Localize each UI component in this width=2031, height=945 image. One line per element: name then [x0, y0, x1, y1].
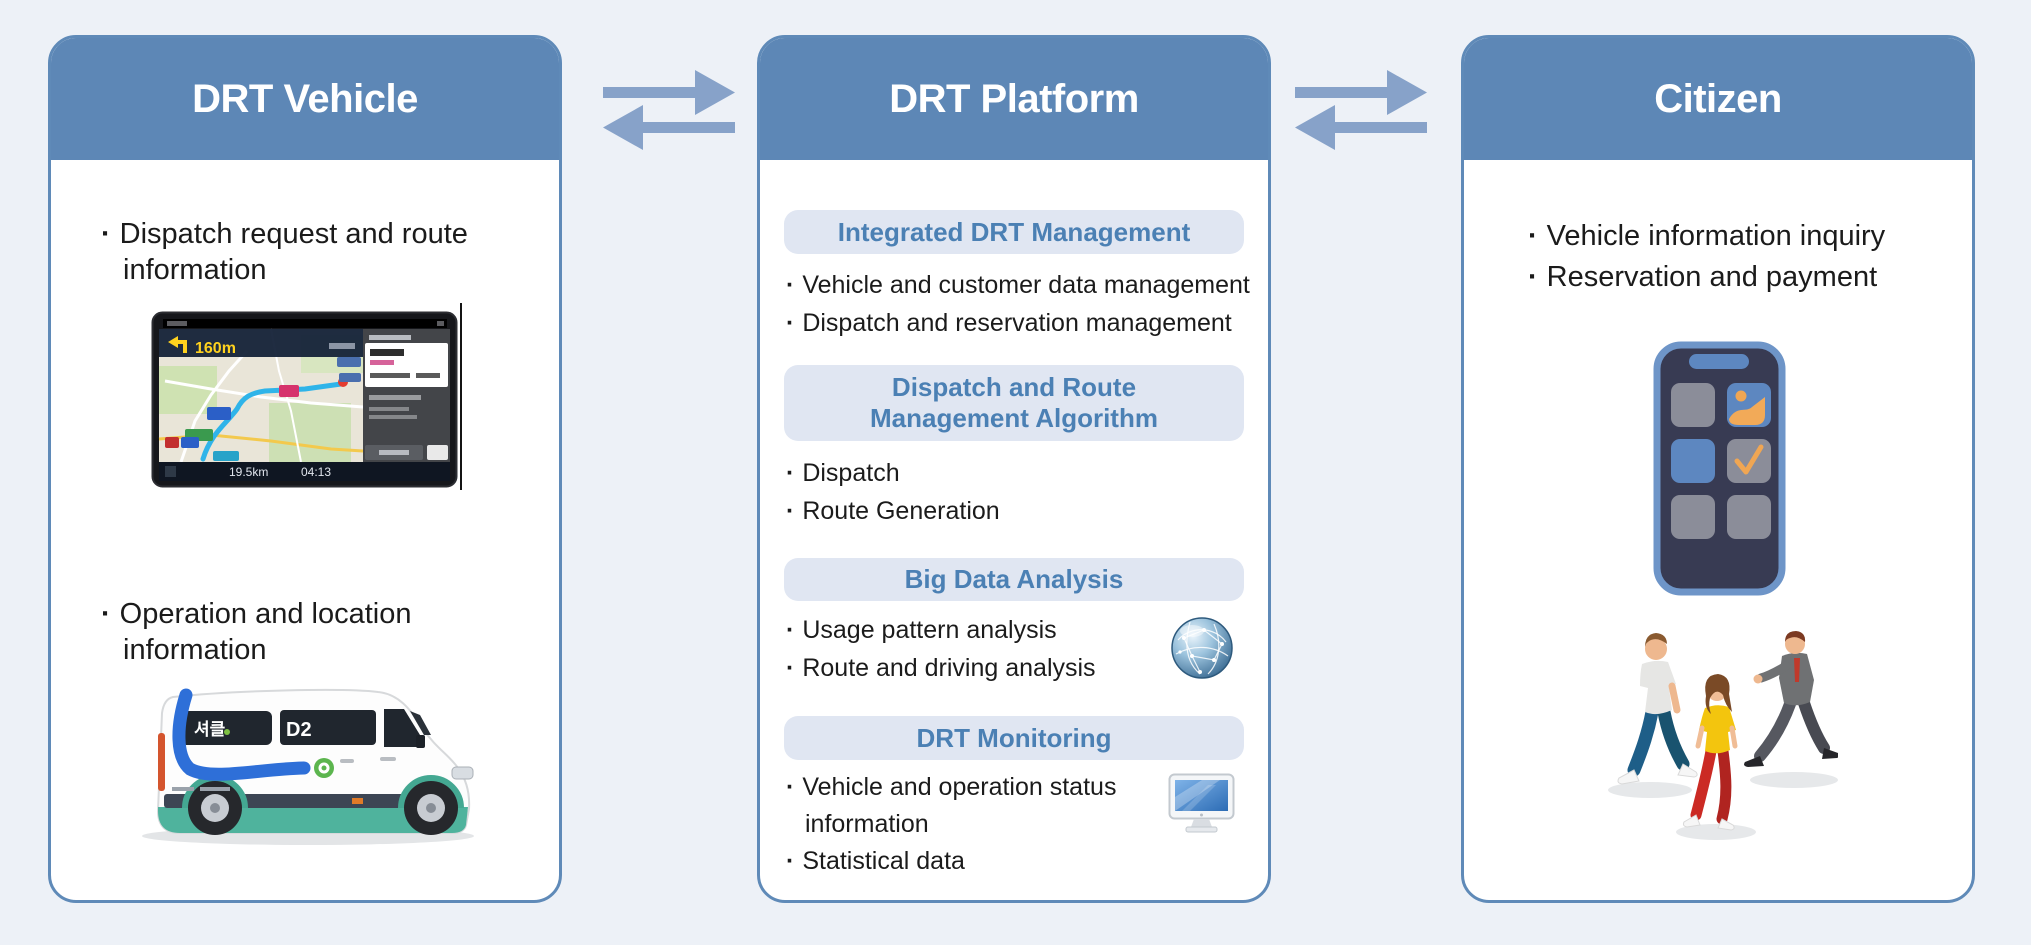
text-cursor-artifact — [460, 303, 462, 490]
person-woman-yellow — [1682, 674, 1738, 831]
navigation-screen-image: 160m 19.5km — [151, 311, 458, 488]
person-man-suit — [1744, 631, 1838, 767]
van-route-label: D2 — [286, 719, 312, 741]
phone-notch — [1689, 354, 1749, 369]
section-monitoring-bullets: Vehicle and operation status information… — [786, 769, 1166, 880]
turn-banner: 160m — [159, 329, 363, 357]
panel-title-citizen: Citizen — [1654, 76, 1782, 121]
panel-title-drt-vehicle: DRT Vehicle — [192, 76, 418, 121]
bullet-item: Dispatch — [786, 454, 1258, 492]
panel-header-drt-vehicle: DRT Vehicle — [51, 38, 559, 160]
arrival-time-label: 04:13 — [301, 465, 331, 479]
pill-dispatch-route-algorithm: Dispatch and Route Management Algorithm — [784, 365, 1244, 441]
bullet-reservation-payment: Reservation and payment — [1528, 257, 1948, 298]
trip-distance-label: 19.5km — [229, 465, 268, 479]
bullet-dispatch-request: Dispatch request and route information — [101, 216, 501, 288]
citizens-walking-image — [1608, 631, 1838, 840]
bullet-item: Route and driving analysis — [786, 649, 1166, 687]
section-integrated-management-bullets: Vehicle and customer data management Dis… — [786, 266, 1258, 342]
nav-sidebar — [363, 329, 450, 462]
shuttle-van-image: 셔클 D2 — [142, 688, 474, 845]
bullet-item: Vehicle and customer data management — [786, 266, 1258, 304]
van-door-logo — [314, 758, 334, 778]
bullet-vehicle-info-inquiry: Vehicle information inquiry — [1528, 216, 1948, 257]
pill-big-data-analysis: Big Data Analysis — [784, 558, 1244, 601]
van-brand-label: 셔클 — [194, 720, 226, 739]
bullet-item: Statistical data — [786, 843, 1166, 880]
bullet-item: Vehicle and operation status information — [786, 769, 1166, 843]
panel-drt-vehicle: DRT Vehicle Dispatch request and route i… — [48, 35, 562, 903]
app-tiles — [1671, 383, 1771, 539]
van-wheels — [188, 781, 458, 835]
exchange-arrows-icon — [603, 70, 735, 150]
exchange-arrows-icon — [1295, 70, 1427, 150]
smartphone-app-image — [1653, 341, 1786, 596]
nav-bottom-bar: 19.5km 04:13 — [159, 462, 450, 481]
citizen-bullets: Vehicle information inquiry Reservation … — [1528, 216, 1948, 298]
panel-title-drt-platform: DRT Platform — [889, 76, 1139, 121]
section-algorithm-bullets: Dispatch Route Generation — [786, 454, 1258, 530]
pill-integrated-drt-management: Integrated DRT Management — [784, 210, 1244, 254]
pill-drt-monitoring: DRT Monitoring — [784, 716, 1244, 760]
globe-network-icon — [1171, 617, 1233, 679]
bullet-item: Usage pattern analysis — [786, 611, 1166, 649]
bullet-item: Route Generation — [786, 492, 1258, 530]
bullet-operation-location: Operation and location information — [101, 596, 501, 668]
desktop-monitor-icon — [1168, 773, 1235, 833]
panel-citizen: Citizen Vehicle information inquiry Rese… — [1461, 35, 1975, 903]
route-line — [200, 381, 344, 462]
van-windows — [180, 709, 431, 748]
turn-distance-label: 160m — [195, 340, 236, 357]
section-big-data-bullets: Usage pattern analysis Route and driving… — [786, 611, 1166, 687]
panel-drt-platform: DRT Platform Integrated DRT Management V… — [757, 35, 1271, 903]
panel-header-citizen: Citizen — [1464, 38, 1972, 160]
bullet-item: Dispatch and reservation management — [786, 304, 1258, 342]
van-stripe-blue — [172, 688, 311, 781]
panel-header-drt-platform: DRT Platform — [760, 38, 1268, 160]
person-man-jeans — [1617, 633, 1698, 785]
